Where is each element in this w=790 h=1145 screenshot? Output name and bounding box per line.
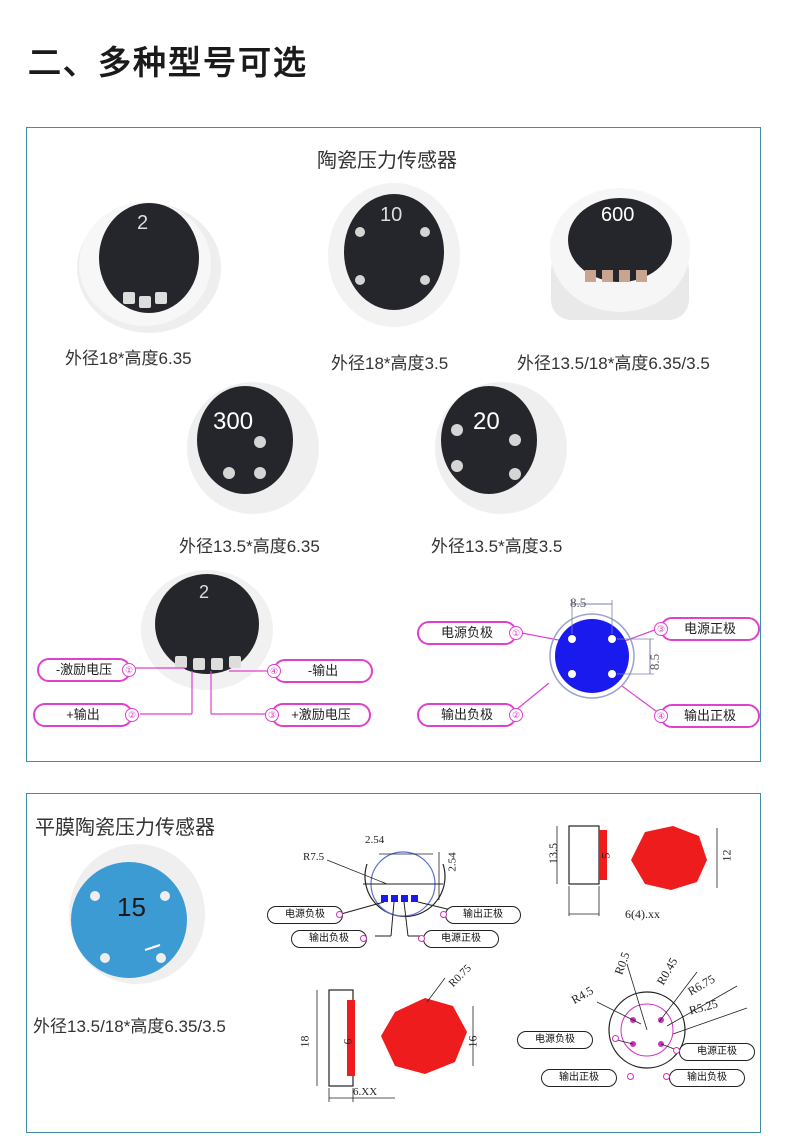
pin-number: ① — [122, 663, 136, 677]
sensor-marking: 600 — [601, 204, 635, 226]
pin-label: 输出正极 — [445, 906, 521, 924]
pin-number: ② — [509, 708, 523, 722]
sensor-wiring-image: 2 — [139, 568, 275, 698]
pin-label: 输出负极 — [417, 703, 517, 727]
dimension-label: 6(4).xx — [625, 907, 660, 921]
flat-membrane-panel: 平膜陶瓷压力传感器 15 外径13.5/18*高度6.35/3.5 — [26, 793, 761, 1133]
pin-label: -激励电压 — [37, 658, 131, 682]
pin-marker — [663, 1073, 670, 1080]
sensor-marking: 20 — [473, 408, 500, 435]
pin-number: ③ — [265, 708, 279, 722]
sensor-image: 20 — [433, 378, 569, 518]
sensor-marking: 2 — [137, 212, 149, 234]
panel-heading: 陶瓷压力传感器 — [317, 150, 457, 172]
pin-marker — [627, 1073, 634, 1080]
sensor-marking: 15 — [117, 892, 146, 922]
pin-label: 电源负极 — [267, 906, 343, 924]
pin-label: 输出负极 — [291, 930, 367, 948]
sensor-caption: 外径18*高度3.5 — [331, 354, 449, 373]
pin-label: -输出 — [273, 659, 373, 683]
ceramic-sensor-panel: 陶瓷压力传感器 2 外径18*高度6.35 10 外径18*高度3.5 — [26, 127, 761, 762]
dimension-label: 6.XX — [353, 1086, 378, 1098]
pin-marker — [360, 935, 367, 942]
pin-marker — [440, 911, 447, 918]
pin-label: 电源正极 — [679, 1043, 755, 1061]
dimension-label: 5 — [598, 852, 613, 859]
sensor-image: 2 — [67, 188, 227, 338]
sensor-caption: 外径18*高度6.35 — [65, 349, 192, 368]
sensor-caption: 外径13.5/18*高度6.35/3.5 — [517, 354, 710, 373]
pin-label: 输出负极 — [669, 1069, 745, 1087]
sensor-caption: 外径13.5/18*高度6.35/3.5 — [33, 1017, 226, 1036]
pin-label: 电源负极 — [517, 1031, 593, 1049]
pin-label: 电源正极 — [660, 617, 760, 641]
sensor-marking: 2 — [199, 582, 210, 602]
dimension-label: 8.5 — [647, 653, 663, 671]
pin-marker — [612, 1035, 619, 1042]
page-title: 二、多种型号可选 — [28, 44, 308, 81]
dimension-label: R7.5 — [303, 851, 325, 863]
pin-label: +激励电压 — [271, 703, 371, 727]
pin-number: ③ — [654, 622, 668, 636]
flat-sensor-image: 15 — [65, 840, 205, 986]
dimension-label: 6 — [340, 1038, 355, 1045]
dimension-label: 2.54 — [365, 834, 385, 846]
pin-label: 输出正极 — [660, 704, 760, 728]
sensor-caption: 外径13.5*高度6.35 — [179, 537, 320, 556]
pin-marker — [418, 935, 425, 942]
pin-number: ① — [509, 626, 523, 640]
sensor-image: 300 — [185, 378, 321, 518]
pin-marker — [673, 1047, 680, 1054]
pin-marker — [336, 911, 343, 918]
pad-layout-diagram — [549, 600, 654, 699]
sensor-marking: 300 — [213, 408, 254, 435]
pin-label: 电源正极 — [423, 930, 499, 948]
dimension-label: 8.5 — [570, 595, 587, 610]
pin-number: ② — [125, 708, 139, 722]
pin-number: ④ — [267, 664, 281, 678]
panel-heading: 平膜陶瓷压力传感器 — [35, 817, 215, 839]
sensor-marking: 10 — [380, 204, 403, 226]
dimension-diagram — [556, 825, 718, 916]
dimension-label: 12 — [719, 849, 734, 862]
dimension-label: 13.5 — [546, 843, 560, 864]
dimension-diagram — [316, 977, 474, 1102]
pin-label: 输出正极 — [541, 1069, 617, 1087]
pin-label: 电源负极 — [417, 621, 517, 645]
pin-number: ④ — [654, 709, 668, 723]
pin-diagram — [326, 851, 469, 937]
pin-diagram — [596, 963, 748, 1069]
sensor-caption: 外径13.5*高度3.5 — [431, 537, 563, 556]
dimension-label: 2.54 — [446, 852, 459, 872]
dimension-label: 18 — [297, 1035, 312, 1048]
pin-label: +输出 — [33, 703, 133, 727]
dimension-label: 16 — [465, 1035, 480, 1048]
sensor-image: 600 — [545, 180, 695, 332]
sensor-image: 10 — [325, 180, 463, 330]
